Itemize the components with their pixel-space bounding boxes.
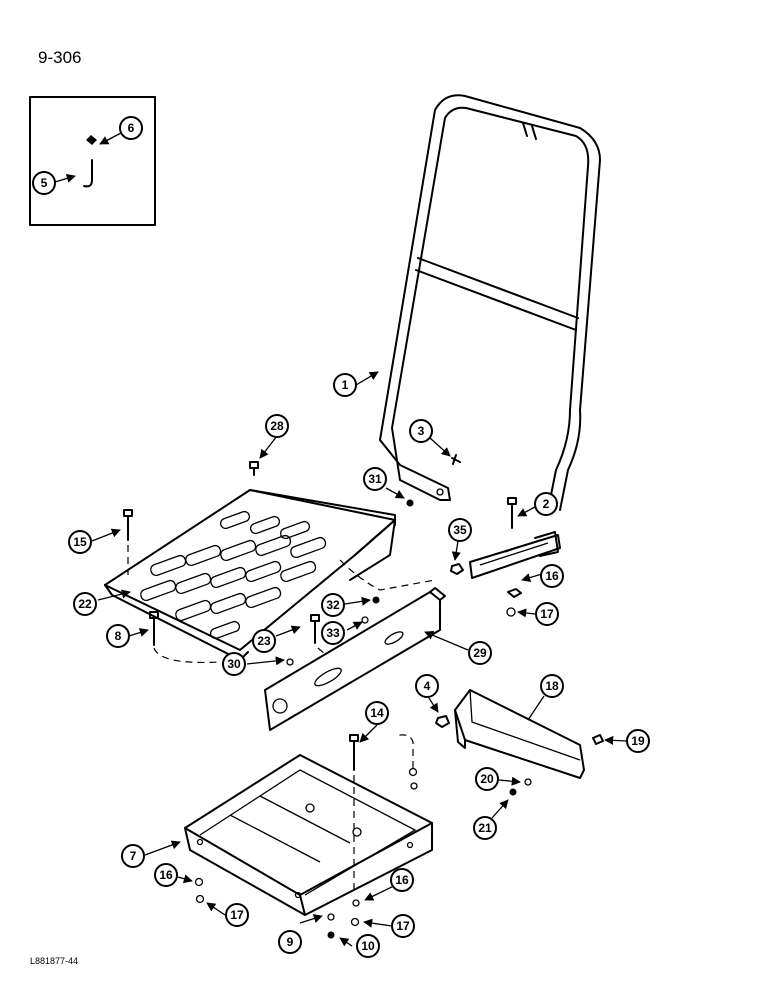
page-number: 9-306: [38, 48, 82, 67]
svg-text:33: 33: [326, 626, 340, 640]
callout-5: 5: [32, 171, 56, 195]
svg-text:16: 16: [395, 873, 409, 887]
svg-text:22: 22: [78, 597, 92, 611]
svg-text:9: 9: [287, 935, 294, 949]
callout-3: 3: [409, 419, 433, 443]
svg-text:14: 14: [370, 706, 384, 720]
callout-4: 4: [415, 674, 439, 698]
svg-text:31: 31: [368, 472, 382, 486]
svg-text:21: 21: [478, 821, 492, 835]
side-bracket: [454, 689, 585, 779]
svg-text:3: 3: [418, 424, 425, 438]
callout-17: 17: [391, 914, 415, 938]
callout-8: 8: [106, 624, 130, 648]
svg-text:2: 2: [543, 497, 550, 511]
svg-text:28: 28: [270, 419, 284, 433]
callout-22: 22: [73, 592, 97, 616]
callout-31: 31: [363, 467, 387, 491]
svg-text:15: 15: [73, 535, 87, 549]
svg-text:8: 8: [115, 629, 122, 643]
callout-16: 16: [390, 868, 414, 892]
svg-text:10: 10: [361, 939, 375, 953]
svg-text:23: 23: [257, 634, 271, 648]
callout-23: 23: [252, 629, 276, 653]
seat-rail: [264, 559, 446, 731]
callout-17: 17: [225, 903, 249, 927]
callout-2: 2: [534, 492, 558, 516]
svg-text:20: 20: [480, 772, 494, 786]
callout-33: 33: [321, 621, 345, 645]
svg-text:18: 18: [545, 679, 559, 693]
callout-15: 15: [68, 530, 92, 554]
callout-7: 7: [121, 844, 145, 868]
svg-text:16: 16: [159, 868, 173, 882]
callout-6: 6: [119, 116, 143, 140]
svg-text:30: 30: [227, 657, 241, 671]
backrest-frame: [379, 94, 601, 511]
callout-29: 29: [468, 641, 492, 665]
svg-text:1: 1: [342, 378, 349, 392]
callout-32: 32: [321, 593, 345, 617]
callout-20: 20: [475, 767, 499, 791]
seat-pan: [104, 489, 396, 661]
figure-code: L881877-44: [30, 956, 79, 966]
svg-text:4: 4: [424, 679, 431, 693]
inset-detail: [29, 96, 156, 226]
callout-16: 16: [540, 564, 564, 588]
svg-text:7: 7: [130, 849, 137, 863]
svg-text:5: 5: [41, 176, 48, 190]
callout-1: 1: [333, 373, 357, 397]
svg-text:16: 16: [545, 569, 559, 583]
svg-text:35: 35: [453, 523, 467, 537]
callout-9: 9: [278, 930, 302, 954]
callout-35: 35: [448, 518, 472, 542]
svg-text:6: 6: [128, 121, 135, 135]
callout-18: 18: [540, 674, 564, 698]
svg-text:17: 17: [540, 607, 554, 621]
callout-17: 17: [535, 602, 559, 626]
base-frame: [184, 754, 433, 916]
svg-text:17: 17: [230, 908, 244, 922]
callout-10: 10: [356, 934, 380, 958]
svg-text:19: 19: [631, 734, 645, 748]
callout-21: 21: [473, 816, 497, 840]
svg-text:17: 17: [396, 919, 410, 933]
svg-text:29: 29: [473, 646, 487, 660]
slide-bracket: [469, 531, 561, 579]
callout-30: 30: [222, 652, 246, 676]
callout-28: 28: [265, 414, 289, 438]
callout-16: 16: [154, 863, 178, 887]
callout-14: 14: [365, 701, 389, 725]
callout-19: 19: [626, 729, 650, 753]
svg-text:32: 32: [326, 598, 340, 612]
